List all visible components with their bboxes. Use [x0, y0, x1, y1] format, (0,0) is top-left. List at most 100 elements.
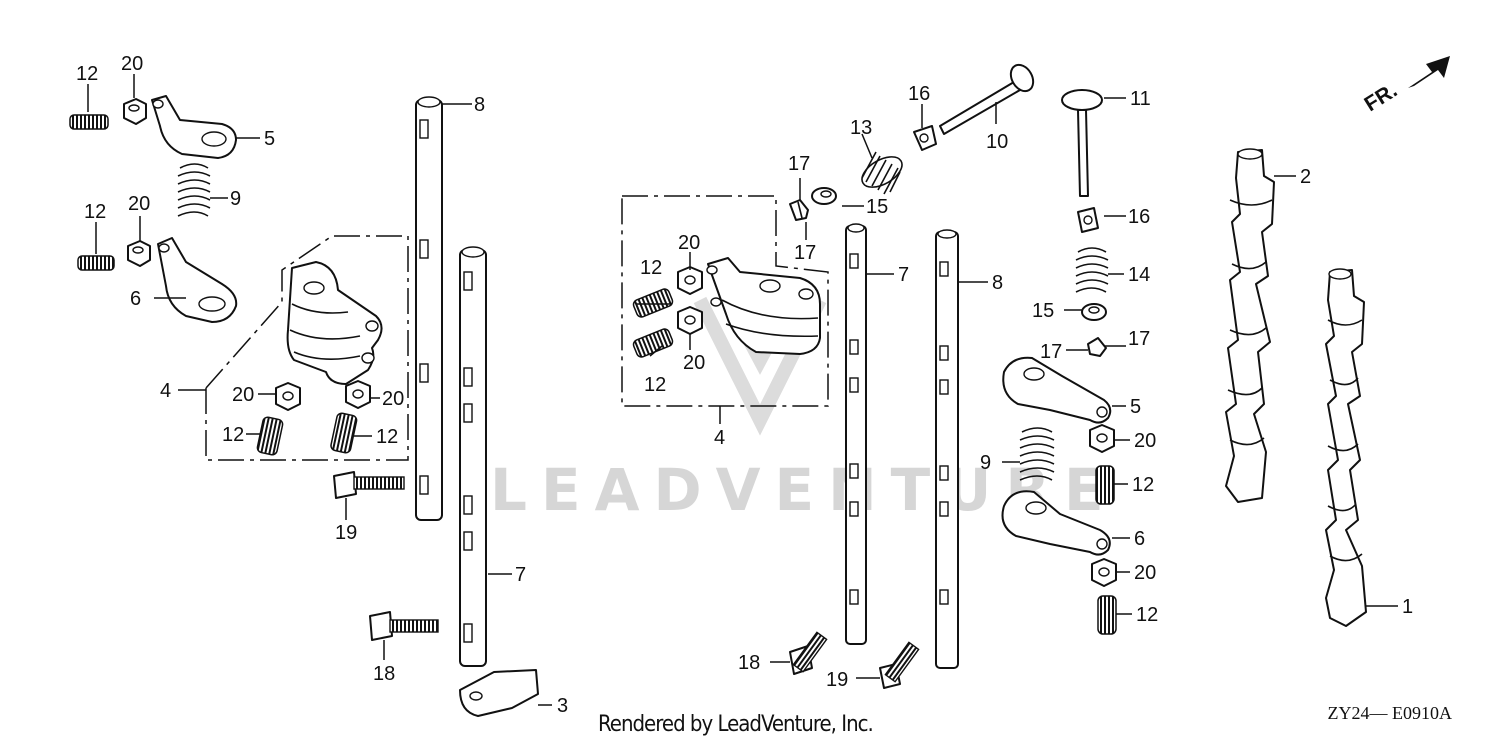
callout-label: 20: [382, 388, 404, 410]
intake-valve-11: [1061, 89, 1103, 197]
callout-label: 4: [160, 380, 171, 402]
bolt-19-middle: [879, 641, 920, 689]
callout-label: 2: [1300, 166, 1311, 188]
rocker-arm-5-right: [1002, 356, 1112, 424]
callout-label: 13: [850, 117, 872, 139]
bolt-18-middle: [789, 631, 828, 675]
callout-label: 7: [898, 264, 909, 286]
nut-20-top-left: [123, 98, 147, 125]
exhaust-valve-10: [939, 63, 1035, 135]
spring-9-left: [177, 163, 211, 217]
front-indicator: FR.: [1360, 56, 1450, 116]
valve-spring-14: [1075, 247, 1109, 293]
callout-label: 8: [992, 272, 1003, 294]
callout-label: 20: [683, 352, 705, 374]
callout-label: 16: [908, 83, 930, 105]
callout-label: 17: [1040, 341, 1062, 363]
callout-label: 8: [474, 94, 485, 116]
callout-label: 9: [230, 188, 241, 210]
callout-label: 5: [264, 128, 275, 150]
nut-20-left-2: [127, 240, 151, 267]
shaft-holder-3: [459, 669, 539, 717]
stem-seal-16-middle: [913, 125, 937, 151]
rocker-assembly-4-left: [286, 261, 383, 385]
callout-label: 12: [84, 201, 106, 223]
callout-label: 12: [1132, 474, 1154, 496]
rocker-shaft-7-left: [459, 246, 487, 667]
callout-label: 12: [76, 63, 98, 85]
nut-20-middle-a: [677, 266, 703, 295]
callout-label: 6: [130, 288, 141, 310]
callout-label: 18: [738, 652, 760, 674]
callout-label: 12: [644, 374, 666, 396]
callout-label: 9: [980, 452, 991, 474]
svg-text:FR.: FR.: [1360, 79, 1401, 116]
callout-label: 12: [1136, 604, 1158, 626]
rocker-assembly-4-middle: [706, 257, 821, 355]
valve-cotter-17-middle: [789, 199, 809, 221]
adjusting-screw-12-middle-a: [632, 288, 674, 318]
callout-label: 18: [373, 663, 395, 685]
assembly-box-left: [205, 235, 409, 461]
bolt-19-left: [333, 471, 405, 499]
callout-label: 14: [1128, 264, 1150, 286]
callout-label: 1: [1402, 596, 1413, 618]
callout-label: 17: [1128, 328, 1150, 350]
spring-seat-15-middle: [811, 187, 837, 205]
callout-label: 20: [1134, 562, 1156, 584]
callout-label: 4: [714, 427, 725, 449]
callout-label: 3: [557, 695, 568, 717]
callout-label: 17: [788, 153, 810, 175]
adjusting-screw-12-assembly-left-a: [256, 416, 284, 456]
nut-20-assembly-left-a: [275, 382, 301, 411]
callout-label: 12: [222, 424, 244, 446]
camshaft-2: [1225, 148, 1275, 503]
callout-label: 20: [678, 232, 700, 254]
callout-label: 6: [1134, 528, 1145, 550]
spring-9-right: [1019, 427, 1055, 481]
callout-label: 5: [1130, 396, 1141, 418]
callout-label: 19: [335, 522, 357, 544]
valve-cotter-17-right: [1087, 337, 1107, 357]
callout-label: 7: [515, 564, 526, 586]
adjusting-screw-12-right-a: [1095, 465, 1115, 505]
rocker-arm-5-left: [151, 95, 237, 159]
leader-lines: [87, 74, 1398, 706]
camshaft-1: [1325, 268, 1367, 627]
callout-labels: 12 20 5 9 12 20 6 4 20 20 12 12 19 18 8 …: [76, 53, 1413, 717]
callout-label: 15: [866, 196, 888, 218]
callout-label: 12: [640, 257, 662, 279]
callout-label: 20: [1134, 430, 1156, 452]
rocker-shaft-7-middle: [845, 223, 867, 645]
diagram-code: ZY24— E0910A: [1327, 703, 1453, 723]
callout-label: 17: [794, 242, 816, 264]
bolt-18-left: [369, 611, 439, 641]
stem-seal-16-right: [1077, 207, 1099, 233]
rocker-shaft-8-left: [415, 96, 443, 521]
callout-label: 20: [128, 193, 150, 215]
callout-label: 12: [376, 426, 398, 448]
nut-20-middle-b: [677, 306, 703, 335]
valve-spring-13: [861, 151, 903, 195]
callout-label: 10: [986, 131, 1008, 153]
footer-credit: Rendered by LeadVenture, Inc.: [598, 712, 874, 737]
adjusting-screw-12-right-b: [1097, 595, 1117, 635]
adjusting-screw-12-left-2: [77, 255, 115, 271]
nut-20-assembly-left-b: [345, 380, 371, 409]
callout-label: 11: [1130, 88, 1151, 110]
nut-20-right-b: [1091, 558, 1117, 587]
assembly-box-middle: [621, 195, 829, 407]
callout-label: 19: [826, 669, 848, 691]
callout-label: 15: [1032, 300, 1054, 322]
spring-seat-15-right: [1081, 303, 1107, 321]
adjusting-screw-12-top-left: [69, 114, 109, 130]
rocker-arm-6-left: [157, 237, 238, 323]
adjusting-screw-12-assembly-left-b: [330, 412, 358, 454]
callout-label: 16: [1128, 206, 1150, 228]
rocker-shaft-8-middle: [935, 229, 959, 669]
watermark-text: LEADVENTURE: [490, 456, 1118, 524]
nut-20-right-a: [1089, 424, 1115, 453]
callout-label: 20: [121, 53, 143, 75]
callout-label: 20: [232, 384, 254, 406]
